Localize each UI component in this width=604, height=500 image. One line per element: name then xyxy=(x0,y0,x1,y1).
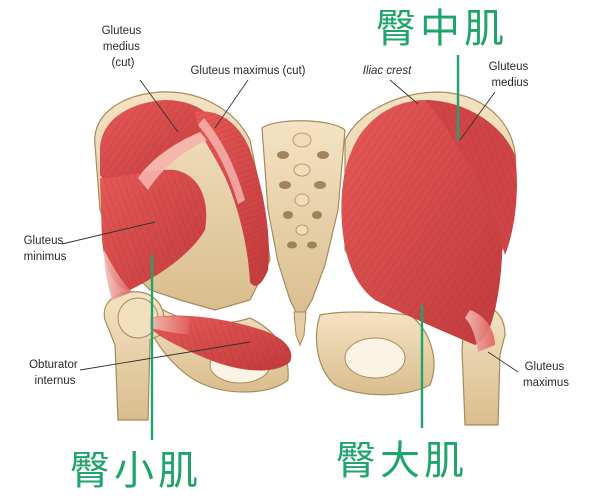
label-gluteus-medius-right: Gluteus medius xyxy=(489,61,532,89)
coccyx xyxy=(293,311,307,347)
muscles xyxy=(100,100,517,371)
label-gluteus-maximus-cut: Gluteus maximus (cut) xyxy=(190,65,305,77)
leader-lines xyxy=(61,79,519,373)
label-cn-gluteus-medius: 臀中肌 xyxy=(376,6,508,52)
label-obturator-internus: Obturator internus xyxy=(29,359,81,387)
sacrum xyxy=(261,120,346,322)
label-cn-gluteus-maximus: 臀大肌 xyxy=(336,438,468,484)
label-cn-gluteus-minimus: 臀小肌 xyxy=(70,448,202,494)
label-gluteus-medius-cut: Gluteus medius (cut) xyxy=(102,25,145,69)
label-gluteus-minimus: Gluteus minimus xyxy=(24,235,67,263)
label-gluteus-maximus-right: Gluteus maximus xyxy=(523,361,569,389)
green-pointers xyxy=(150,55,460,440)
label-iliac-crest: Iliac crest xyxy=(363,65,412,77)
